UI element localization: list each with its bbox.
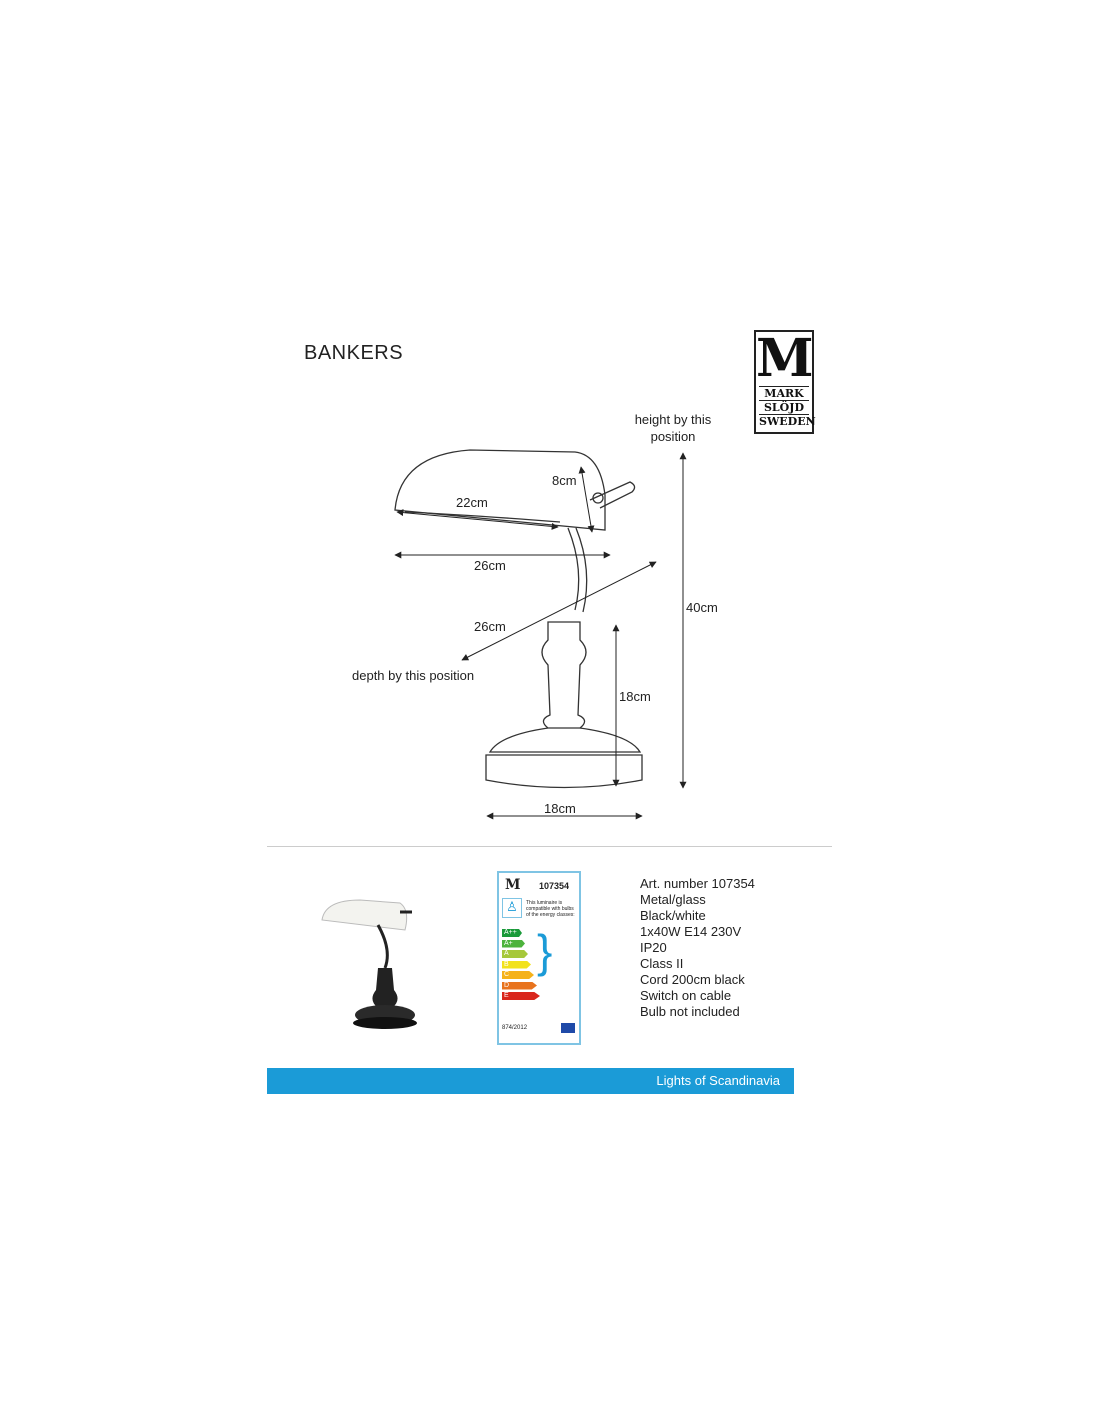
shade-width-label: 22cm	[456, 495, 488, 510]
spec-item: Black/white	[640, 908, 706, 923]
spec-item: Class II	[640, 956, 684, 971]
depth-label: 26cm	[474, 619, 506, 634]
energy-class: C	[502, 971, 534, 979]
logo-line3: SWEDEN	[759, 414, 816, 428]
product-photo	[321, 899, 417, 1029]
eu-flag-icon	[561, 1023, 575, 1033]
energy-class: E	[502, 992, 540, 1000]
section-divider	[267, 846, 832, 847]
footer-bar: Lights of Scandinavia	[267, 1068, 794, 1094]
logo-line1: MARK	[759, 386, 809, 400]
spec-item: Bulb not included	[640, 1004, 740, 1019]
logo-line2: SLÖJD	[759, 400, 809, 414]
spec-item: Cord 200cm black	[640, 972, 745, 987]
energy-class: D	[502, 981, 537, 990]
depth-note: depth by this position	[352, 668, 475, 683]
spec-item: Switch on cable	[640, 988, 732, 1003]
spec-item: IP20	[640, 940, 667, 955]
width-label: 26cm	[474, 558, 506, 573]
height-note: height by this position	[634, 412, 712, 444]
energy-regulation: 874/2012	[502, 1025, 528, 1031]
energy-label: M 107354 ♙ This luminaire is compatible …	[497, 871, 581, 1045]
product-title: BANKERS	[304, 342, 404, 364]
base-height-label: 18cm	[619, 689, 651, 704]
energy-logo: M	[505, 877, 521, 893]
brace-icon: }	[537, 925, 553, 977]
energy-text: This luminaire is compatible with bulbs …	[526, 900, 575, 918]
spec-item: 1x40W E14 230V	[640, 924, 742, 939]
dimension-arrows	[394, 452, 687, 820]
spec-item: Art. number 107354	[640, 876, 755, 891]
energy-class: A++	[502, 929, 522, 937]
energy-class: A	[502, 950, 528, 958]
lamp-icon: ♙	[502, 898, 522, 918]
lamp-outline	[394, 449, 643, 789]
energy-article: 107354	[539, 881, 570, 891]
base-width-label: 18cm	[544, 801, 576, 816]
energy-class: B	[502, 960, 531, 969]
spec-item: Metal/glass	[640, 892, 706, 907]
total-height-label: 40cm	[686, 600, 718, 615]
footer-tagline: Lights of Scandinavia	[656, 1073, 780, 1088]
shade-height-label: 8cm	[552, 473, 577, 488]
logo-mark: M	[756, 328, 814, 389]
brand-logo: M MARK SLÖJD SWEDEN	[754, 328, 816, 434]
energy-class: A+	[502, 939, 525, 948]
